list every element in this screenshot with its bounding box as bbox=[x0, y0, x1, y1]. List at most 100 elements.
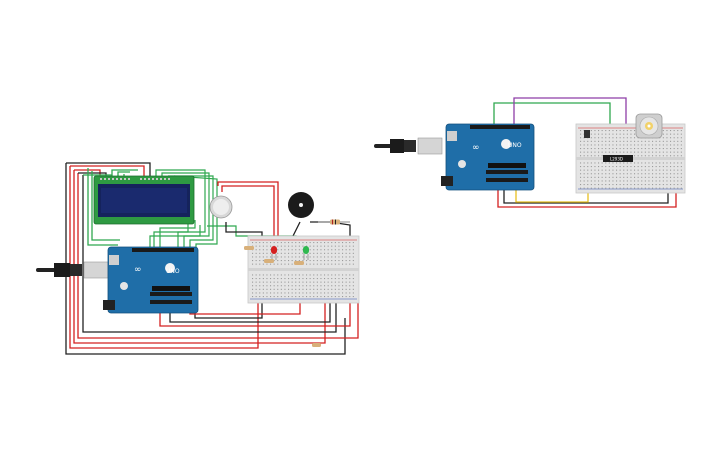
breadboard-hole bbox=[662, 169, 664, 171]
breadboard-hole bbox=[262, 292, 264, 294]
breadboard-hole bbox=[302, 249, 304, 251]
breadboard-hole bbox=[259, 252, 261, 254]
breadboard-hole bbox=[666, 144, 668, 146]
breadboard-hole bbox=[313, 242, 315, 244]
breadboard-hole bbox=[298, 242, 300, 244]
breadboard-hole bbox=[295, 252, 297, 254]
breadboard-hole bbox=[594, 144, 596, 146]
breadboard-hole bbox=[648, 180, 650, 182]
breadboard-hole bbox=[652, 187, 654, 189]
breadboard-hole bbox=[670, 130, 672, 132]
breadboard-hole bbox=[266, 252, 268, 254]
breadboard-hole bbox=[583, 155, 585, 157]
breadboard-hole bbox=[302, 278, 304, 280]
breadboard-hole bbox=[255, 242, 257, 244]
breadboard-hole bbox=[320, 242, 322, 244]
breadboard-hole bbox=[612, 137, 614, 139]
breadboard-hole bbox=[616, 133, 618, 135]
breadboard-hole bbox=[626, 137, 628, 139]
breadboard-hole bbox=[670, 180, 672, 182]
breadboard-hole bbox=[612, 144, 614, 146]
breadboard-hole bbox=[316, 288, 318, 290]
breadboard-hole bbox=[338, 256, 340, 258]
breadboard-hole bbox=[619, 140, 621, 142]
breadboard-hole bbox=[288, 281, 290, 283]
breadboard-hole bbox=[349, 278, 351, 280]
breadboard-hole bbox=[619, 130, 621, 132]
breadboard-hole bbox=[616, 162, 618, 164]
breadboard-hole bbox=[677, 166, 679, 168]
breadboard-hole bbox=[352, 274, 354, 276]
breadboard-hole bbox=[626, 166, 628, 168]
breadboard-hole bbox=[298, 252, 300, 254]
left-circuit: UNO ∞ bbox=[36, 162, 360, 355]
breadboard-hole bbox=[288, 256, 290, 258]
breadboard-hole bbox=[666, 176, 668, 178]
breadboard-hole bbox=[637, 173, 639, 175]
breadboard-hole bbox=[324, 249, 326, 251]
breadboard-hole bbox=[270, 252, 272, 254]
breadboard-hole bbox=[334, 292, 336, 294]
buzzer-icon[interactable] bbox=[288, 192, 314, 218]
breadboard-hole bbox=[673, 166, 675, 168]
breadboard-hole bbox=[680, 130, 682, 132]
breadboard-hole bbox=[302, 252, 304, 254]
breadboard-hole bbox=[623, 130, 625, 132]
breadboard-hole bbox=[280, 242, 282, 244]
breadboard-hole bbox=[680, 162, 682, 164]
breadboard-hole bbox=[270, 242, 272, 244]
breadboard-hole bbox=[352, 296, 354, 298]
breadboard-hole bbox=[626, 144, 628, 146]
breadboard-hole bbox=[608, 151, 610, 153]
breadboard-hole bbox=[259, 288, 261, 290]
breadboard-hole bbox=[277, 288, 279, 290]
breadboard-hole bbox=[587, 187, 589, 189]
breadboard-hole bbox=[349, 242, 351, 244]
breadboard-hole bbox=[270, 256, 272, 258]
breadboard-hole bbox=[280, 278, 282, 280]
breadboard-hole bbox=[659, 140, 661, 142]
breadboard-hole bbox=[345, 292, 347, 294]
breadboard-hole bbox=[641, 169, 643, 171]
breadboard-hole bbox=[259, 281, 261, 283]
breadboard-hole bbox=[262, 281, 264, 283]
breadboard-hole bbox=[601, 148, 603, 150]
breadboard-hole bbox=[641, 155, 643, 157]
breadboard-hole bbox=[612, 133, 614, 135]
breadboard-hole bbox=[273, 278, 275, 280]
breadboard-hole bbox=[338, 296, 340, 298]
breadboard-hole bbox=[352, 285, 354, 287]
breadboard-hole bbox=[612, 151, 614, 153]
breadboard-hole bbox=[288, 249, 290, 251]
breadboard-hole bbox=[342, 249, 344, 251]
breadboard-hole bbox=[608, 130, 610, 132]
breadboard-hole bbox=[334, 249, 336, 251]
breadboard-hole bbox=[655, 166, 657, 168]
breadboard-hole bbox=[634, 173, 636, 175]
breadboard-hole bbox=[648, 151, 650, 153]
breadboard-hole bbox=[612, 140, 614, 142]
breadboard-hole bbox=[666, 184, 668, 186]
breadboard-hole bbox=[655, 173, 657, 175]
breadboard-hole bbox=[280, 292, 282, 294]
breadboard-hole bbox=[295, 256, 297, 258]
breadboard-hole bbox=[277, 278, 279, 280]
left-arduino-board[interactable]: UNO ∞ bbox=[103, 246, 199, 314]
breadboard-hole bbox=[601, 173, 603, 175]
breadboard-hole bbox=[601, 187, 603, 189]
breadboard-hole bbox=[331, 285, 333, 287]
breadboard-hole bbox=[616, 140, 618, 142]
breadboard-hole bbox=[605, 140, 607, 142]
breadboard-hole bbox=[334, 256, 336, 258]
breadboard-hole bbox=[338, 252, 340, 254]
breadboard-hole bbox=[644, 180, 646, 182]
breadboard-hole bbox=[259, 285, 261, 287]
potentiometer-icon[interactable] bbox=[209, 195, 233, 219]
breadboard-hole bbox=[612, 162, 614, 164]
breadboard-hole bbox=[587, 184, 589, 186]
right-arduino-board[interactable]: UNO ∞ bbox=[441, 123, 535, 191]
breadboard-hole bbox=[255, 296, 257, 298]
dc-motor-icon[interactable] bbox=[635, 113, 663, 139]
breadboard-hole bbox=[666, 148, 668, 150]
